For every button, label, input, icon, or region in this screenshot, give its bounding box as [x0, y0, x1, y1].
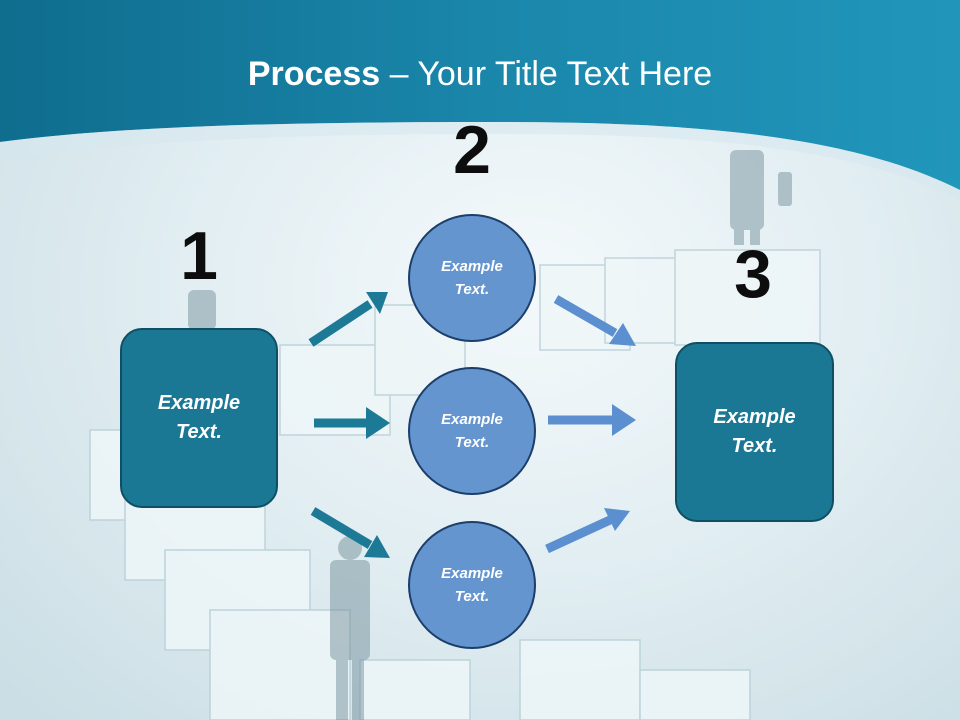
- step-number-2: 2: [453, 112, 491, 188]
- step-3-box: Example Text.: [675, 342, 834, 522]
- step-2-circle-middle: Example Text.: [408, 367, 536, 495]
- step-1-text: Example Text.: [157, 392, 241, 443]
- title-rest: – Your Title Text Here: [380, 55, 713, 93]
- header-band: [0, 0, 960, 190]
- arrow-top-to-step3: [553, 295, 636, 346]
- person-silhouettes: [188, 150, 792, 720]
- arrow-step1-to-bottom: [310, 507, 390, 558]
- arrow-step1-to-middle: [314, 407, 390, 439]
- slide-title: Process – Your Title Text Here: [0, 52, 960, 96]
- step-2-circle-top: Example Text.: [408, 214, 536, 342]
- step-2-middle-text: Example Text.: [441, 411, 503, 451]
- step-number-3: 3: [734, 236, 772, 312]
- step-2-bottom-text: Example Text.: [441, 565, 503, 605]
- step-number-1: 1: [180, 218, 218, 294]
- title-bold: Process: [247, 55, 381, 93]
- step-3-text: Example Text.: [713, 406, 796, 457]
- step-1-box: Example Text.: [120, 328, 278, 508]
- arrow-middle-to-step3: [548, 404, 636, 436]
- step-2-circle-bottom: Example Text.: [408, 521, 536, 649]
- step-2-top-text: Example Text.: [441, 258, 503, 298]
- arrow-bottom-to-step3: [545, 508, 630, 554]
- header-swoosh: [0, 122, 960, 200]
- arrow-step1-to-top: [308, 292, 388, 347]
- background-cubes: [89, 249, 821, 720]
